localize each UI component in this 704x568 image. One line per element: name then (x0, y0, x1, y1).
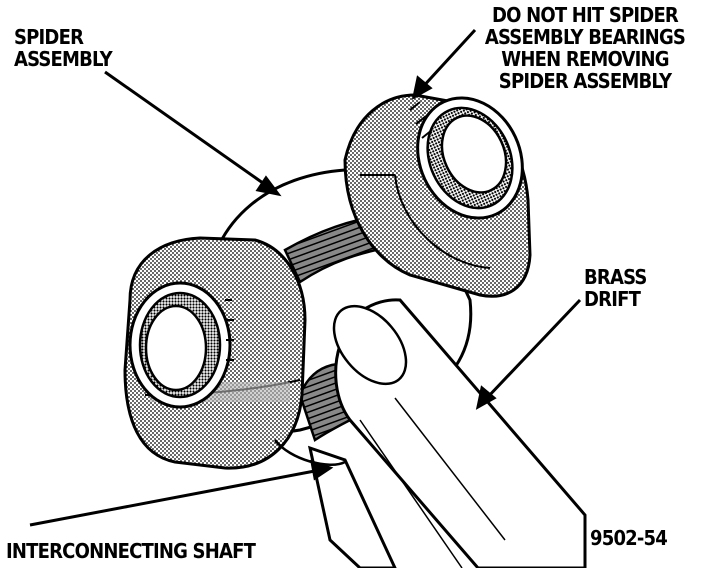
warning-label-line1: DO NOT HIT SPIDER (492, 3, 679, 27)
spider-assembly-label-line1: SPIDER (14, 25, 84, 49)
spider-assembly-label-line2: ASSEMBLY (14, 47, 113, 71)
warning-label-line3: WHEN REMOVING (501, 47, 669, 71)
brass-drift-arrowhead (475, 385, 497, 410)
spider-assembly-label: SPIDER ASSEMBLY (14, 25, 113, 71)
interconnecting-shaft (274, 439, 397, 568)
spider-assembly-arrowhead (255, 175, 282, 197)
warning-label-line4: SPIDER ASSEMBLY (498, 69, 672, 93)
brass-drift-label: BRASS DRIFT (584, 266, 647, 310)
lower-bearing-cap (123, 236, 307, 470)
warning-arrowhead (411, 75, 433, 100)
brass-drift-label-line1: BRASS (584, 265, 647, 289)
upper-bearing-cap (343, 93, 532, 298)
figure-number: 9502-54 (590, 526, 668, 550)
leader-lines (29, 28, 582, 527)
warning-leader (418, 28, 477, 92)
warning-label: DO NOT HIT SPIDER ASSEMBLY BEARINGS WHEN… (476, 4, 694, 92)
shaft-leader (29, 468, 321, 527)
shaft-arrowhead (310, 459, 334, 481)
brass-drift-label-line2: DRIFT (584, 287, 641, 311)
spider-assembly-leader (104, 70, 271, 190)
brass-drift (332, 298, 587, 568)
interconnecting-shaft-label: INTERCONNECTING SHAFT (6, 539, 256, 563)
warning-label-line2: ASSEMBLY BEARINGS (484, 25, 686, 49)
brass-drift-leader (483, 298, 582, 402)
